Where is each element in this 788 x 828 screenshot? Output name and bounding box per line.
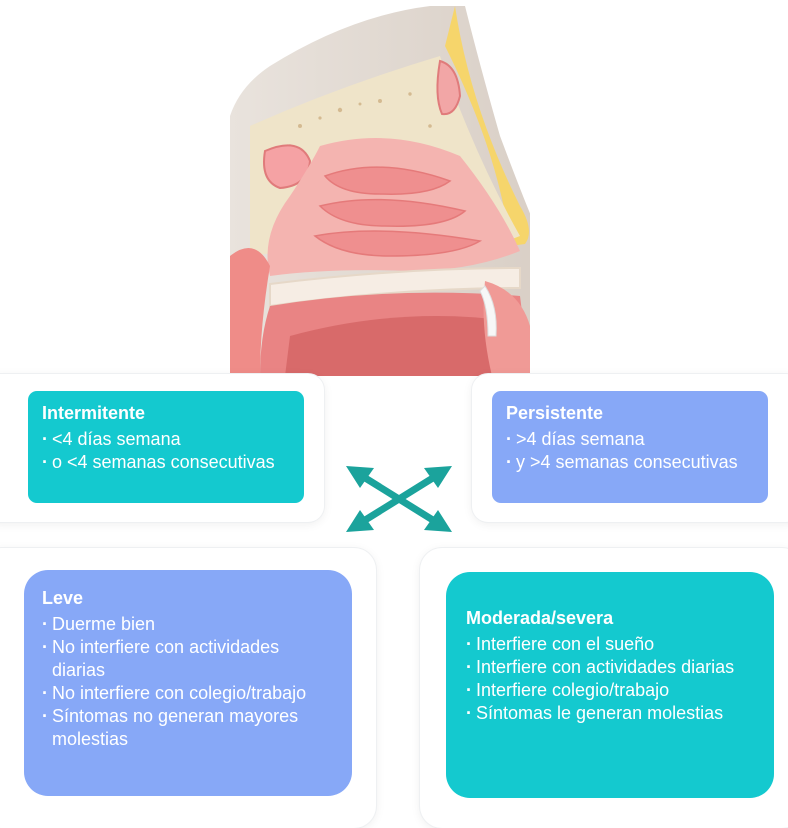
intermitente-card: Intermitente <4 días semana o <4 semanas… (28, 391, 304, 503)
moderada-title: Moderada/severa (466, 608, 614, 628)
nasal-cavity-cross-section-icon (230, 6, 530, 376)
persistente-card: Persistente >4 días semana y >4 semanas … (492, 391, 768, 503)
persistente-title: Persistente (506, 403, 604, 423)
list-item: o <4 semanas consecutivas (42, 451, 290, 474)
list-item: Síntomas no generan mayores molestias (42, 705, 334, 751)
list-item: No interfiere con actividades diarias (42, 636, 334, 682)
leve-title: Leve (42, 588, 84, 608)
moderada-list: Interfiere con el sueño Interfiere con a… (466, 633, 754, 725)
intermitente-title: Intermitente (42, 403, 146, 423)
persistente-list: >4 días semana y >4 semanas consecutivas (506, 428, 754, 474)
leve-list: Duerme bien No interfiere con actividade… (42, 613, 334, 751)
intermitente-list: <4 días semana o <4 semanas consecutivas (42, 428, 290, 474)
list-item: Duerme bien (42, 613, 334, 636)
crossed-double-arrows-icon (346, 466, 452, 532)
list-item: <4 días semana (42, 428, 290, 451)
list-item: Interfiere con el sueño (466, 633, 754, 656)
list-item: y >4 semanas consecutivas (506, 451, 754, 474)
moderada-card: Moderada/severa Interfiere con el sueño … (446, 572, 774, 798)
list-item: Síntomas le generan molestias (466, 702, 754, 725)
list-item: >4 días semana (506, 428, 754, 451)
list-item: Interfiere con actividades diarias (466, 656, 754, 679)
list-item: No interfiere con colegio/trabajo (42, 682, 334, 705)
leve-card: Leve Duerme bien No interfiere con activ… (24, 570, 352, 796)
list-item: Interfiere colegio/trabajo (466, 679, 754, 702)
